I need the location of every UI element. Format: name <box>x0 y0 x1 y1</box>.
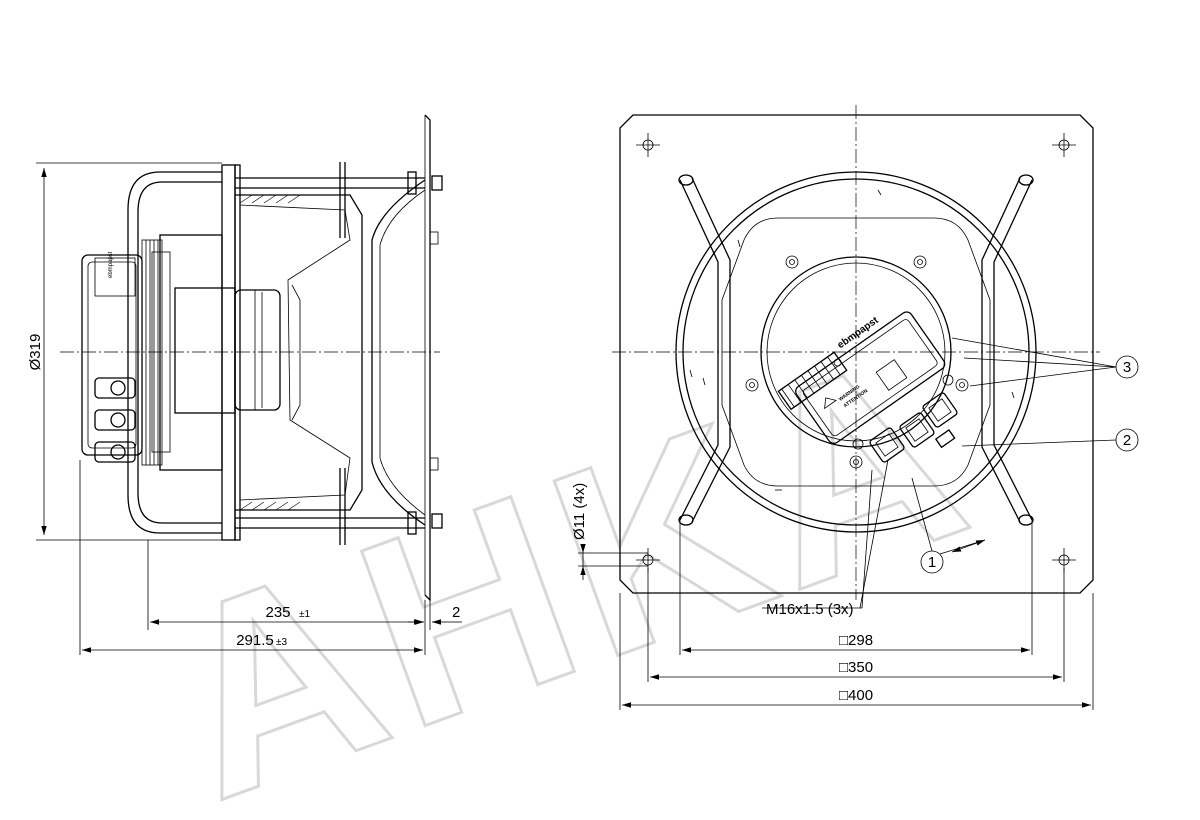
inlet-nozzle <box>371 179 426 526</box>
callout-1-text: 1 <box>928 554 936 571</box>
dim-flange: 2 <box>452 604 460 621</box>
side-view: ebmpapst Ø319 235 ±1 2 291.5 <box>27 114 462 655</box>
guard-bars <box>678 174 1034 526</box>
dim-400: □400 <box>839 687 873 704</box>
impeller-plate <box>721 217 991 487</box>
callout-3-text: 3 <box>1123 359 1131 376</box>
dim-350: □350 <box>839 659 873 676</box>
cooling-fins <box>141 239 171 466</box>
side-brand-label: ebmpapst <box>108 251 114 278</box>
callout-2-text: 2 <box>1123 432 1131 449</box>
mounting-plate <box>424 114 431 602</box>
dim-gland: M16x1.5 (3x) <box>766 601 854 618</box>
dim-hole: Ø11 (4x) <box>571 483 588 540</box>
motor-screws <box>745 255 969 469</box>
dim-235-tol: ±1 <box>299 609 310 620</box>
blade-hatch-bottom <box>239 501 301 511</box>
cable-glands-front <box>869 392 958 463</box>
dim-298: □298 <box>839 632 873 649</box>
vent-marks <box>689 189 1015 491</box>
motor-flange <box>221 164 236 541</box>
electronics-box <box>81 254 143 456</box>
blade-hatch-top <box>239 194 301 204</box>
mounting-holes <box>636 133 1076 572</box>
watermark-text: AHKA <box>132 293 1005 820</box>
dim-291-tol: ±3 <box>276 637 287 648</box>
motor-housing-front <box>760 256 952 448</box>
bolt-top <box>407 171 417 195</box>
base-plate <box>619 114 1094 594</box>
dim-diameter: Ø319 <box>27 334 44 371</box>
motor-housing <box>159 234 223 471</box>
heat-sink <box>777 351 848 411</box>
cable-glands-side <box>94 377 136 463</box>
watermark: AHKA <box>131 292 1007 820</box>
inlet-ring-outer <box>675 171 1037 533</box>
bolt-bottom <box>407 511 417 535</box>
hoop-handle <box>127 171 222 534</box>
dim-291: 291.5 <box>236 632 274 649</box>
dim-235: 235 <box>265 604 290 621</box>
impeller <box>235 194 363 511</box>
